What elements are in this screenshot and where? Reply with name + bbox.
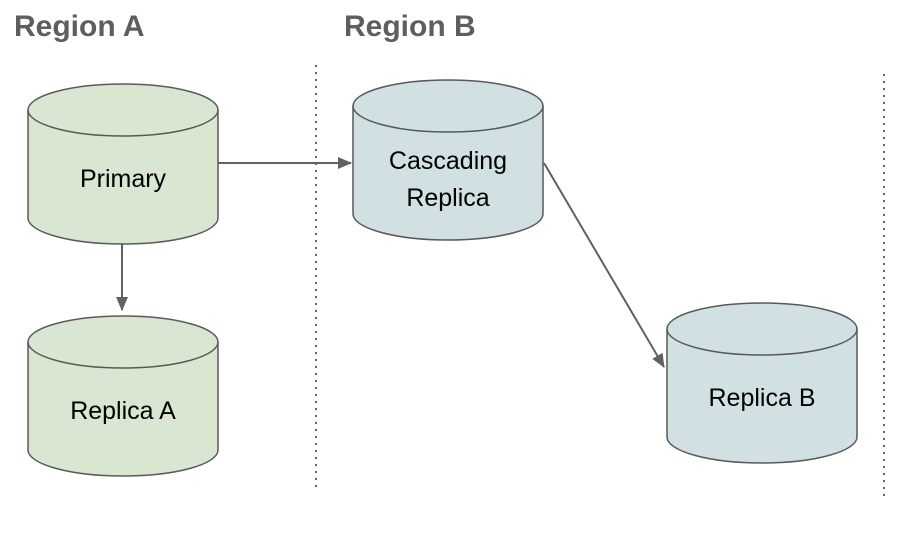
- node-replica-b-label: Replica B: [708, 383, 816, 412]
- replica-a-cylinder-body: [27, 315, 219, 477]
- replica-b-cylinder-top-rim: [666, 328, 858, 356]
- node-primary-cylinder: [27, 83, 219, 245]
- replica-a-cylinder-top-rim: [27, 341, 219, 369]
- replica-b-cylinder-body: [666, 302, 858, 464]
- region-b-title: Region B: [344, 10, 476, 43]
- cascading-replica-cylinder-top-rim: [352, 105, 544, 133]
- node-primary-label: Primary: [79, 164, 167, 193]
- edge-cascading-replica-to-replica-b: [543, 162, 665, 368]
- primary-cylinder-body: [27, 83, 219, 245]
- node-replica-a-label: Replica A: [70, 396, 176, 425]
- region-a-title: Region A: [14, 10, 145, 43]
- node-replica-b-cylinder: [666, 302, 858, 464]
- node-cascading-replica-cylinder: [352, 79, 544, 241]
- node-replica-a-cylinder: [27, 315, 219, 477]
- node-cascading-replica-label: Cascading Replica: [388, 147, 508, 212]
- primary-cylinder-top-rim: [27, 109, 219, 137]
- cascading-replica-cylinder-body: [352, 79, 544, 241]
